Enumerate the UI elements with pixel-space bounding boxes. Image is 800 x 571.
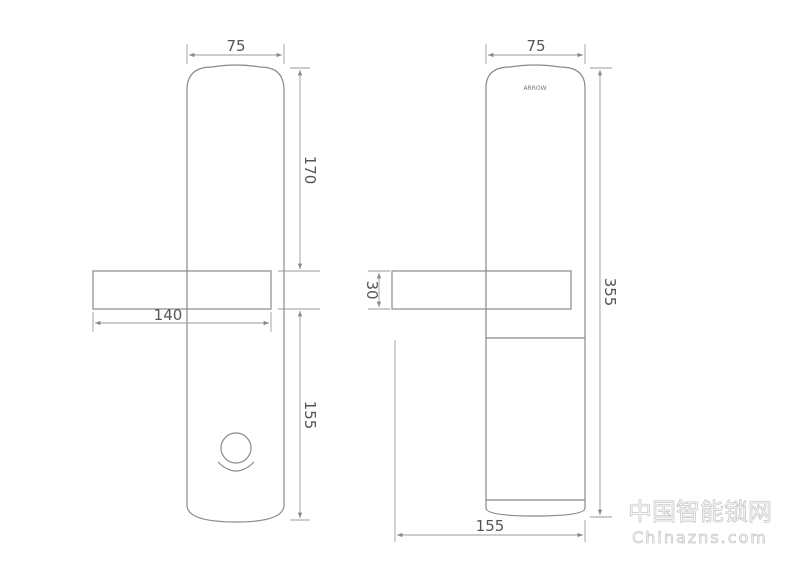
side-body: [485, 64, 586, 517]
side-handle: [391, 270, 572, 310]
side-view: ARROW 75 30 355 155: [363, 37, 619, 542]
front-view: 75 170 155 140: [92, 37, 320, 523]
fingerprint-sensor: [217, 432, 255, 472]
watermark-en: Chinazns.com: [632, 528, 768, 547]
front-width-label: 75: [226, 37, 245, 55]
upper-height-label: 170: [301, 156, 319, 185]
lever-length-label: 155: [476, 517, 505, 535]
total-height-label: 355: [601, 278, 619, 307]
lower-height-label: 155: [301, 401, 319, 430]
watermark-cn: 中国智能锁网: [628, 498, 772, 526]
side-width-label: 75: [526, 37, 545, 55]
front-body: [186, 64, 285, 523]
brand-logo: ARROW: [523, 85, 546, 92]
front-handle: [92, 270, 272, 310]
watermark: 中国智能锁网 Chinazns.com: [628, 498, 773, 548]
handle-thickness-label: 30: [363, 280, 381, 299]
handle-length-label: 140: [154, 306, 183, 324]
